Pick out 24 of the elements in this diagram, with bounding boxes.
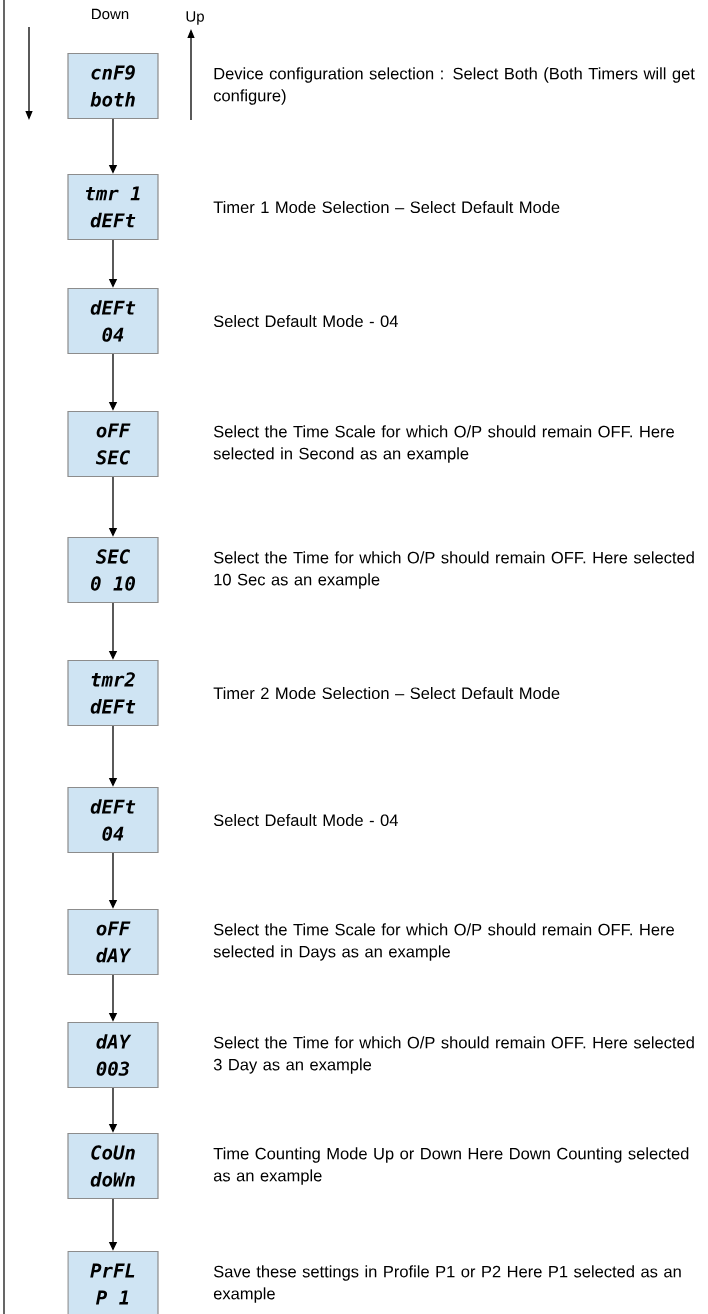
display-box: SEC 0 10 bbox=[67, 536, 159, 604]
display-box: oFF dAY bbox=[67, 908, 159, 976]
description-text: Select the Time Scale for which O/P should remain OFF. Here selected in Second as an example bbox=[213, 425, 674, 463]
display-box: dEFt 04 bbox=[67, 786, 159, 854]
description-text: Device configuration selection : Select Both (Both Timers will get configure) bbox=[213, 67, 695, 105]
display-box: tmr 1 dEFt bbox=[67, 173, 159, 241]
display-box: CoUn doWn bbox=[67, 1132, 159, 1200]
description-text: Save these settings in Profile P1 or P2 Here P1 selected as an example bbox=[213, 1265, 681, 1303]
description-text: Select the Time for which O/P should remain OFF. Here selected 3 Day as an example bbox=[213, 1036, 694, 1074]
display-box: oFF SEC bbox=[67, 410, 159, 478]
direction-label: Down bbox=[92, 8, 129, 20]
description-text: Timer 2 Mode Selection – Select Default Mode bbox=[213, 686, 560, 700]
description-text: Select the Time for which O/P should remain OFF. Here selected 10 Sec as an example bbox=[213, 551, 694, 589]
description-text: Time Counting Mode Up or Down Here Down Counting selected as an example bbox=[213, 1147, 689, 1185]
description-text: Select Default Mode - 04 bbox=[213, 813, 398, 827]
display-box: tmr2 dEFt bbox=[67, 659, 159, 727]
display-box: PrFL P 1 bbox=[67, 1250, 159, 1314]
display-box: dEFt 04 bbox=[67, 287, 159, 355]
direction-label: Up bbox=[186, 11, 204, 25]
description-text: Select Default Mode - 04 bbox=[213, 314, 398, 328]
description-text: Select the Time Scale for which O/P should remain OFF. Here selected in Days as an example bbox=[213, 923, 674, 961]
display-box: dAY 003 bbox=[67, 1021, 159, 1089]
description-text: Timer 1 Mode Selection – Select Default Mode bbox=[213, 200, 560, 214]
display-box: cnF9 both bbox=[67, 52, 159, 120]
